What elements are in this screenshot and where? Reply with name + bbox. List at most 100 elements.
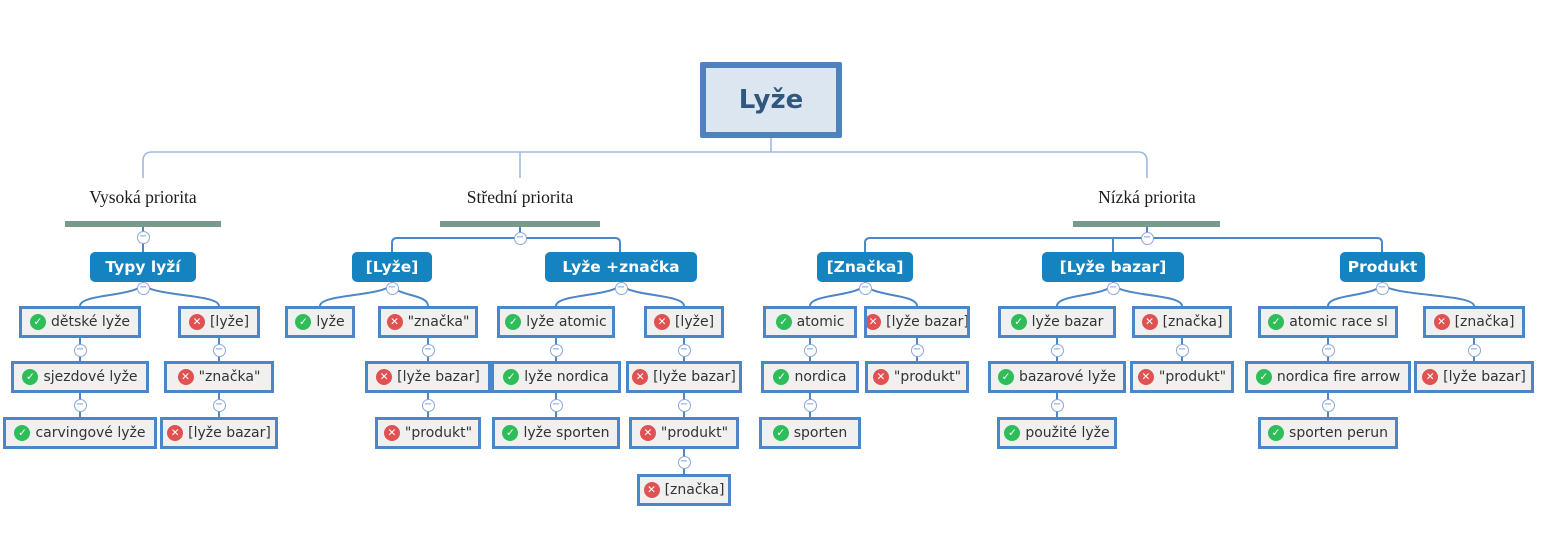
keyword-node[interactable]: "produkt" <box>375 417 481 449</box>
x-icon <box>867 314 882 330</box>
collapse-toggle[interactable] <box>421 398 435 412</box>
keyword-node[interactable]: sjezdové lyže <box>11 361 149 393</box>
branch-label-stredni[interactable]: Střední priorita <box>466 187 574 207</box>
x-icon <box>188 314 205 330</box>
keyword-node[interactable]: [lyže bazar] <box>365 361 491 393</box>
keyword-node[interactable]: "značka" <box>164 361 274 393</box>
x-icon <box>639 425 656 441</box>
collapse-toggle[interactable] <box>1106 281 1120 295</box>
check-icon <box>503 369 520 385</box>
collapse-toggle[interactable] <box>614 281 628 295</box>
keyword-node[interactable]: [lyže] <box>178 306 260 338</box>
keyword-node[interactable]: "produkt" <box>629 417 739 449</box>
keyword-node[interactable]: "produkt" <box>865 361 969 393</box>
collapse-toggle[interactable] <box>1140 231 1154 245</box>
collapse-toggle[interactable] <box>1050 398 1064 412</box>
collapse-toggle[interactable] <box>1375 281 1389 295</box>
keyword-node[interactable]: [lyže bazar] <box>626 361 742 393</box>
check-icon <box>502 425 519 441</box>
keyword-label: sporten <box>793 425 848 441</box>
root-node-label: Lyže <box>738 85 804 115</box>
check-icon <box>1268 314 1285 330</box>
collapse-toggle[interactable] <box>677 455 691 469</box>
keyword-node[interactable]: nordica fire arrow <box>1245 361 1411 393</box>
keyword-label: "značka" <box>407 314 470 330</box>
group-header-znacka[interactable]: [Značka] <box>817 252 913 282</box>
group-header-lyze-bazar[interactable]: [Lyže bazar] <box>1042 252 1184 282</box>
x-icon <box>1141 314 1158 330</box>
x-icon <box>632 369 649 385</box>
keyword-node[interactable]: atomic race sl <box>1258 306 1398 338</box>
keyword-node[interactable]: [lyže bazar] <box>160 417 278 449</box>
collapse-toggle[interactable] <box>1175 343 1189 357</box>
keyword-label: bazarové lyže <box>1019 369 1116 385</box>
collapse-toggle[interactable] <box>212 398 226 412</box>
x-icon <box>177 369 194 385</box>
keyword-node[interactable]: dětské lyže <box>19 306 141 338</box>
keyword-node[interactable]: bazarové lyže <box>988 361 1126 393</box>
collapse-toggle[interactable] <box>1321 398 1335 412</box>
collapse-toggle[interactable] <box>677 343 691 357</box>
keyword-node[interactable]: [lyže] <box>644 306 724 338</box>
collapse-toggle[interactable] <box>549 398 563 412</box>
keyword-label: [značka] <box>664 482 725 498</box>
collapse-toggle[interactable] <box>73 398 87 412</box>
collapse-toggle[interactable] <box>910 343 924 357</box>
keyword-node[interactable]: lyže nordica <box>491 361 621 393</box>
keyword-node[interactable]: carvingové lyže <box>3 417 157 449</box>
keyword-node[interactable]: lyže atomic <box>497 306 615 338</box>
keyword-node[interactable]: atomic <box>763 306 857 338</box>
keyword-node[interactable]: [značka] <box>637 474 731 506</box>
branch-label-vysoka[interactable]: Vysoká priorita <box>89 187 197 207</box>
keyword-label: "produkt" <box>404 425 473 441</box>
collapse-toggle[interactable] <box>385 281 399 295</box>
collapse-toggle[interactable] <box>1050 343 1064 357</box>
keyword-node[interactable]: [lyže bazar] <box>864 306 970 338</box>
collapse-toggle[interactable] <box>73 343 87 357</box>
group-header-lyze-znacka[interactable]: Lyže +značka <box>545 252 697 282</box>
group-header-typy-lyzi[interactable]: Typy lyží <box>90 252 196 282</box>
keyword-label: lyže <box>316 314 345 330</box>
group-header-produkt[interactable]: Produkt <box>1340 252 1425 282</box>
keyword-node[interactable]: sporten perun <box>1258 417 1398 449</box>
root-node[interactable]: Lyže <box>700 62 842 138</box>
keyword-node[interactable]: lyže <box>285 306 355 338</box>
keyword-node[interactable]: lyže bazar <box>998 306 1116 338</box>
keyword-node[interactable]: [značka] <box>1423 306 1525 338</box>
keyword-label: "produkt" <box>1158 369 1227 385</box>
keyword-node[interactable]: "značka" <box>378 306 478 338</box>
collapse-toggle[interactable] <box>212 343 226 357</box>
keyword-node[interactable]: [značka] <box>1132 306 1232 338</box>
collapse-toggle[interactable] <box>136 281 150 295</box>
x-icon <box>386 314 403 330</box>
collapse-toggle[interactable] <box>803 343 817 357</box>
group-header-lyze[interactable]: [Lyže] <box>352 252 432 282</box>
check-icon <box>998 369 1015 385</box>
collapse-toggle[interactable] <box>858 281 872 295</box>
collapse-toggle[interactable] <box>1467 343 1481 357</box>
keyword-label: sjezdové lyže <box>43 369 138 385</box>
keyword-label: atomic <box>796 314 845 330</box>
priority-bar-nizka <box>1073 221 1220 227</box>
keyword-label: použité lyže <box>1025 425 1110 441</box>
collapse-toggle[interactable] <box>677 398 691 412</box>
collapse-toggle[interactable] <box>803 398 817 412</box>
branch-label-nizka[interactable]: Nízká priorita <box>1098 187 1196 207</box>
keyword-node[interactable]: lyže sporten <box>492 417 620 449</box>
collapse-toggle[interactable] <box>421 343 435 357</box>
keyword-node[interactable]: sporten <box>759 417 861 449</box>
keyword-node[interactable]: nordica <box>761 361 859 393</box>
keyword-node[interactable]: "produkt" <box>1130 361 1234 393</box>
collapse-toggle[interactable] <box>549 343 563 357</box>
keyword-node[interactable]: [lyže bazar] <box>1414 361 1534 393</box>
keyword-node[interactable]: použité lyže <box>997 417 1117 449</box>
keyword-label: [lyže] <box>674 314 715 330</box>
keyword-label: [lyže bazar] <box>886 314 969 330</box>
collapse-toggle[interactable] <box>136 230 150 244</box>
priority-bar-stredni <box>440 221 600 227</box>
collapse-toggle[interactable] <box>513 231 527 245</box>
check-icon <box>1268 425 1285 441</box>
header-fan-connectors <box>79 281 1475 307</box>
check-icon <box>14 425 31 441</box>
collapse-toggle[interactable] <box>1321 343 1335 357</box>
